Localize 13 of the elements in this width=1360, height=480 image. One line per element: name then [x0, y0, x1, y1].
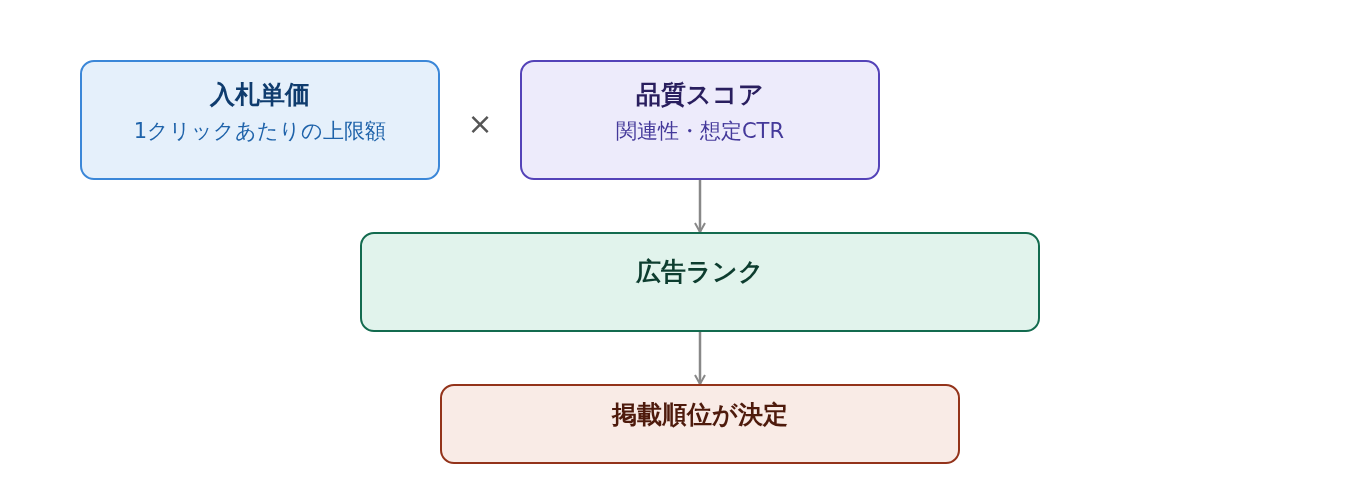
- box-subtitle: 関連性・想定CTR: [615, 118, 785, 145]
- multiply-sign: ×: [467, 109, 493, 139]
- arrow: [694, 180, 706, 233]
- process-box: [440, 384, 960, 464]
- process-box: [520, 60, 880, 180]
- box-title: 掲載順位が決定: [612, 399, 788, 431]
- box-title: 広告ランク: [636, 256, 764, 288]
- process-box: [80, 60, 440, 180]
- box-subtitle: 1クリックあたりの上限額: [133, 118, 387, 145]
- process-box: [360, 232, 1040, 332]
- box-title: 入札単価: [210, 79, 310, 111]
- box-title: 品質スコア: [636, 79, 764, 111]
- arrow: [694, 332, 706, 385]
